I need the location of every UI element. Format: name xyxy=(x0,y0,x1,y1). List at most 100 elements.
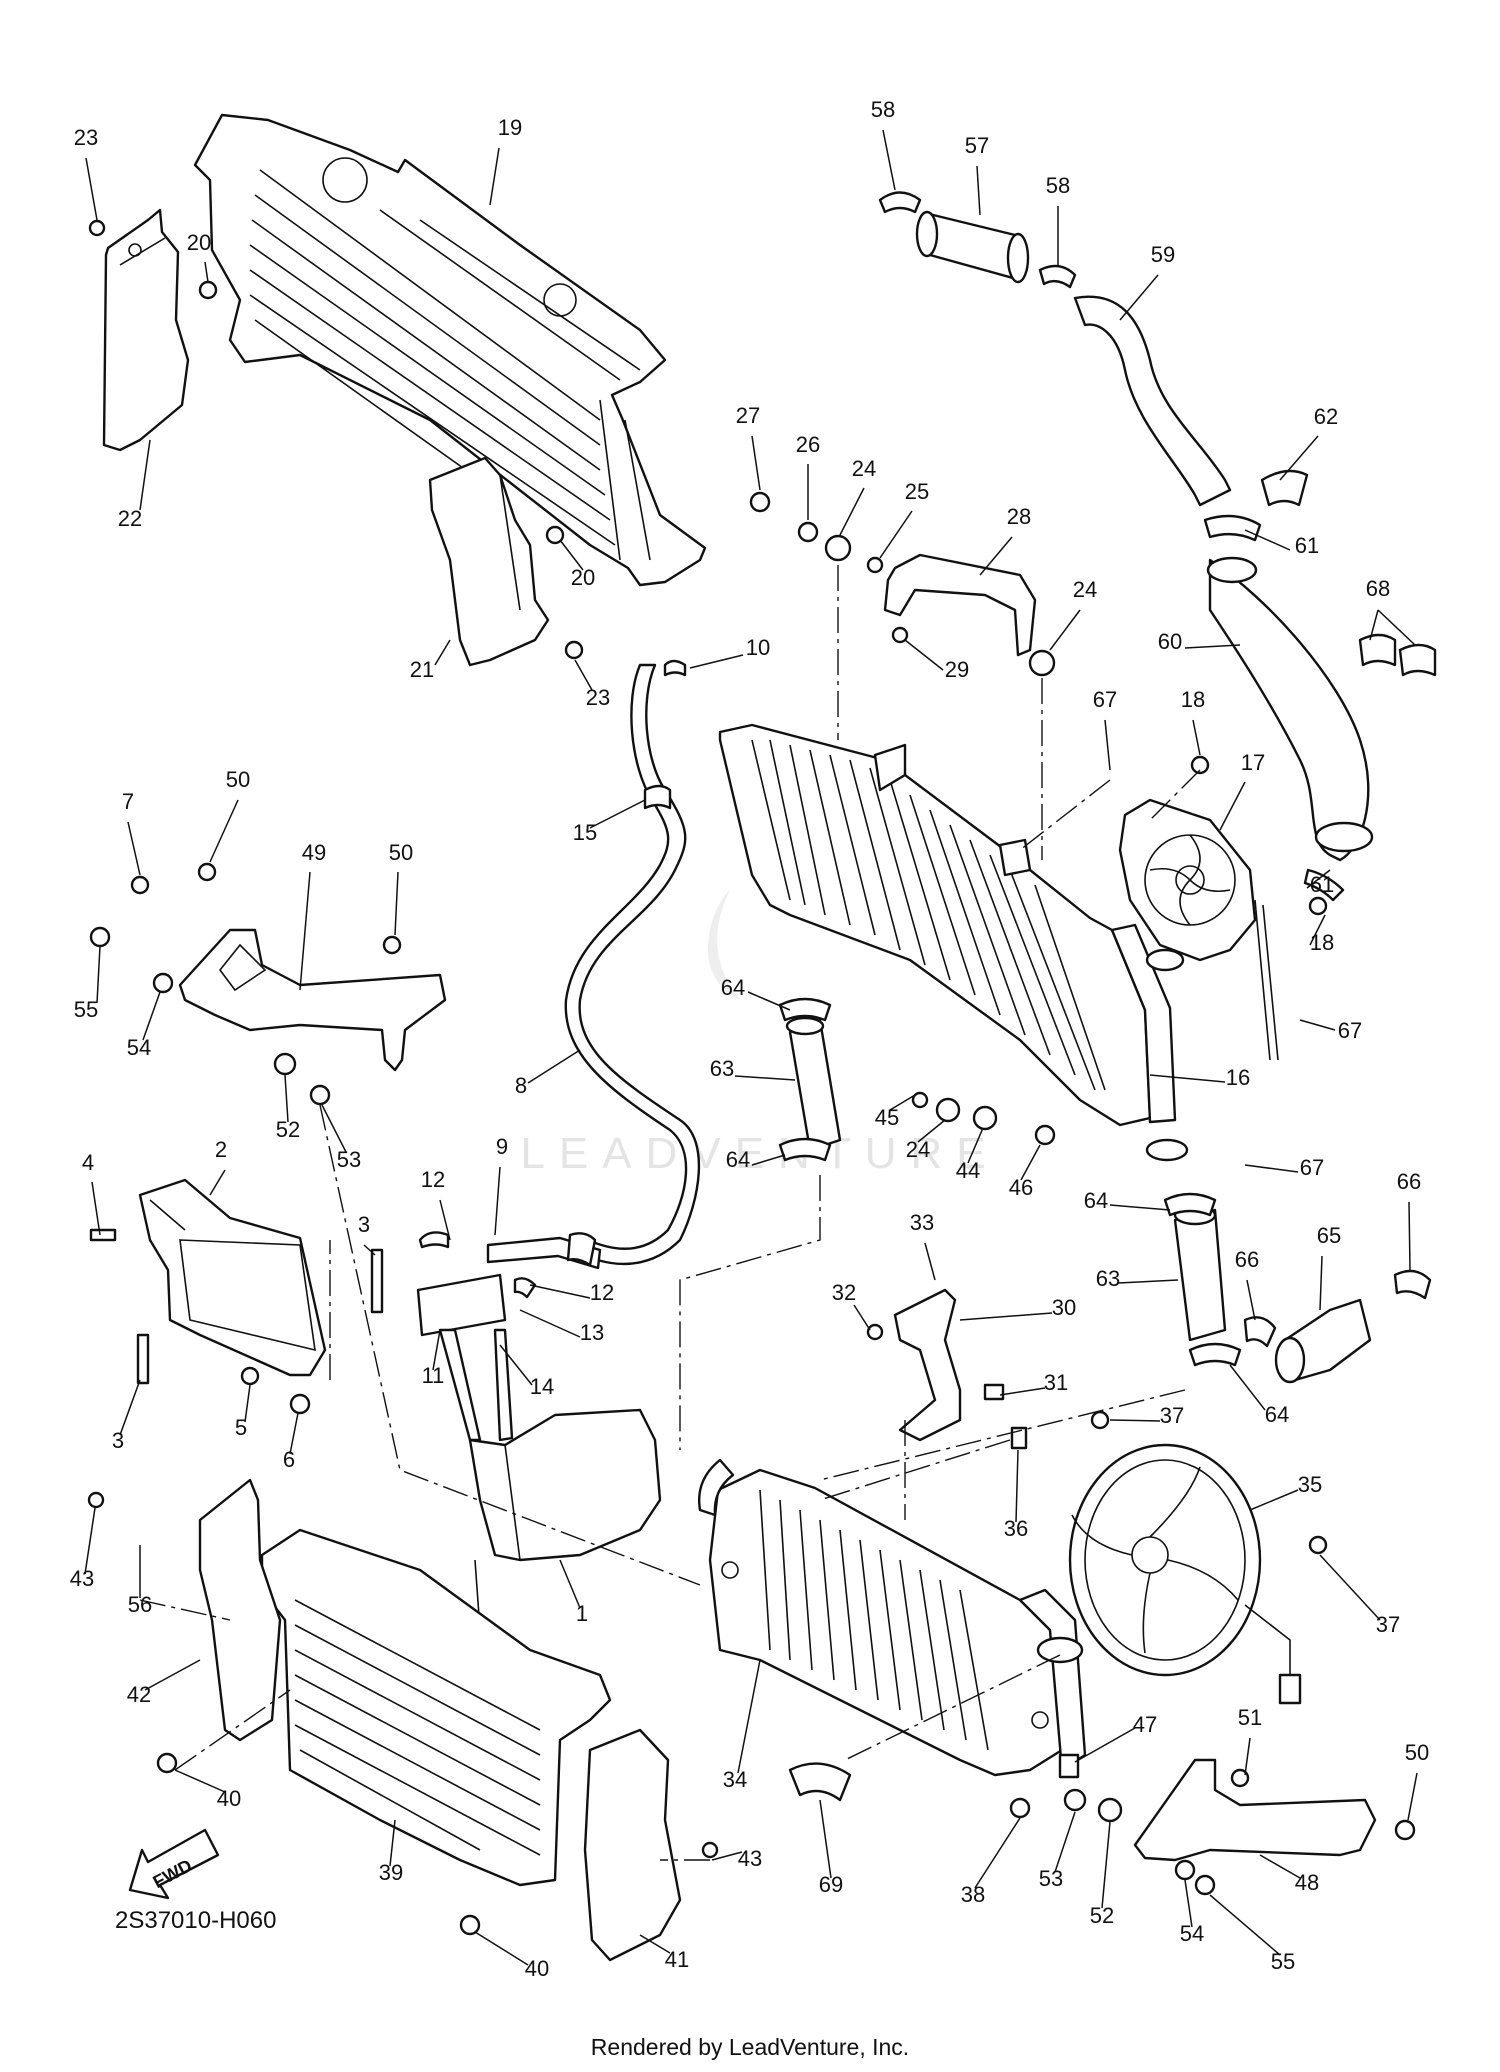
callout-34: 34 xyxy=(723,1767,747,1792)
callout-53: 53 xyxy=(337,1147,361,1172)
callout-45: 45 xyxy=(875,1105,899,1130)
footer-credit: Rendered by LeadVenture, Inc. xyxy=(591,2034,909,2060)
callout-35: 35 xyxy=(1298,1472,1322,1497)
watermark-logo-icon xyxy=(708,890,740,1000)
fan-17 xyxy=(1118,798,1279,1061)
callout-31: 31 xyxy=(1044,1370,1068,1395)
callout-18: 18 xyxy=(1181,687,1205,712)
watermark-text: LEADVENTURE xyxy=(520,1129,999,1178)
callout-21: 21 xyxy=(410,657,434,682)
callout-29: 29 xyxy=(945,657,969,682)
callout-67: 67 xyxy=(1338,1018,1362,1043)
callout-65: 65 xyxy=(1317,1223,1341,1248)
callout-54: 54 xyxy=(1180,1921,1204,1946)
callout-55: 55 xyxy=(74,997,98,1022)
callout-24: 24 xyxy=(906,1137,930,1162)
callout-4: 4 xyxy=(82,1150,94,1175)
callout-13: 13 xyxy=(580,1320,604,1345)
callout-42: 42 xyxy=(127,1682,151,1707)
callout-56: 56 xyxy=(128,1592,152,1617)
callout-11: 11 xyxy=(422,1363,445,1388)
callout-47: 47 xyxy=(1133,1712,1157,1737)
callout-52: 52 xyxy=(276,1117,300,1142)
callout-8: 8 xyxy=(515,1073,527,1098)
callout-44: 44 xyxy=(956,1158,980,1183)
assembly-lines xyxy=(139,565,1201,1861)
callout-33: 33 xyxy=(910,1210,934,1235)
callout-50: 50 xyxy=(389,840,413,865)
callout-54: 54 xyxy=(127,1035,151,1060)
callout-12: 12 xyxy=(590,1280,614,1305)
bracket-28 xyxy=(883,553,1037,657)
leader-lines xyxy=(84,129,1418,1966)
callout-9: 9 xyxy=(496,1134,508,1159)
callout-5: 5 xyxy=(235,1415,247,1440)
fan-35 xyxy=(1068,1443,1302,1705)
callout-62: 62 xyxy=(1314,404,1338,429)
callout-50: 50 xyxy=(1405,1740,1429,1765)
callout-50: 50 xyxy=(226,767,250,792)
callout-66: 66 xyxy=(1235,1247,1259,1272)
callout-23: 23 xyxy=(74,125,98,150)
callout-58: 58 xyxy=(871,97,895,122)
callout-22: 22 xyxy=(118,506,142,531)
callout-14: 14 xyxy=(530,1374,554,1399)
callout-48: 48 xyxy=(1295,1870,1319,1895)
callout-61: 61 xyxy=(1295,533,1319,558)
callout-3: 3 xyxy=(112,1428,124,1453)
callout-20: 20 xyxy=(571,565,595,590)
callout-52: 52 xyxy=(1090,1903,1114,1928)
callout-64: 64 xyxy=(726,1147,750,1172)
callout-17: 17 xyxy=(1241,750,1265,775)
callout-41: 41 xyxy=(665,1947,689,1972)
callout-57: 57 xyxy=(965,133,989,158)
callout-64: 64 xyxy=(1084,1188,1108,1213)
callout-6: 6 xyxy=(283,1447,295,1472)
callout-64: 64 xyxy=(1265,1402,1289,1427)
reservoir-tank-1 xyxy=(468,1408,662,1631)
callout-43: 43 xyxy=(738,1846,762,1871)
side-cover-21 xyxy=(428,456,550,667)
radiator-lower xyxy=(698,1458,1087,1777)
clip-69 xyxy=(788,1762,852,1802)
callout-7: 7 xyxy=(122,789,134,814)
callout-19: 19 xyxy=(498,115,522,140)
callout-49: 49 xyxy=(302,840,326,865)
callout-15: 15 xyxy=(573,820,597,845)
callout-67: 67 xyxy=(1093,687,1117,712)
callout-46: 46 xyxy=(1009,1175,1033,1200)
callout-67: 67 xyxy=(1300,1155,1324,1180)
bracket-48 xyxy=(1133,1758,1377,1862)
callout-63: 63 xyxy=(1096,1266,1120,1291)
callout-39: 39 xyxy=(379,1860,403,1885)
callout-55: 55 xyxy=(1271,1949,1295,1974)
thermo-unit-11 xyxy=(416,1231,537,1442)
bracket-30 xyxy=(893,1288,962,1442)
callout-10: 10 xyxy=(746,635,770,660)
callout-60: 60 xyxy=(1158,629,1182,654)
hoses-63-65 xyxy=(778,997,1432,1384)
callout-28: 28 xyxy=(1007,504,1031,529)
callout-3: 3 xyxy=(358,1212,370,1237)
callout-66: 66 xyxy=(1397,1169,1421,1194)
air-duct-2 xyxy=(138,1178,327,1377)
callout-37: 37 xyxy=(1376,1612,1400,1637)
callout-63: 63 xyxy=(710,1056,734,1081)
callout-16: 16 xyxy=(1226,1065,1250,1090)
side-cover-22 xyxy=(102,208,190,452)
bracket-49 xyxy=(178,928,447,1072)
callout-1: 1 xyxy=(576,1601,588,1626)
callout-12: 12 xyxy=(421,1167,445,1192)
callout-38: 38 xyxy=(961,1882,985,1907)
callout-26: 26 xyxy=(796,432,820,457)
callout-58: 58 xyxy=(1046,173,1070,198)
fwd-arrow-icon: FWD xyxy=(128,1828,220,1900)
side-cover-41 xyxy=(583,1728,682,1962)
callout-36: 36 xyxy=(1004,1516,1028,1541)
upper-hoses xyxy=(878,191,1437,902)
radiator-guard-upper xyxy=(193,113,707,587)
callout-24: 24 xyxy=(1073,577,1097,602)
callout-23: 23 xyxy=(586,685,610,710)
